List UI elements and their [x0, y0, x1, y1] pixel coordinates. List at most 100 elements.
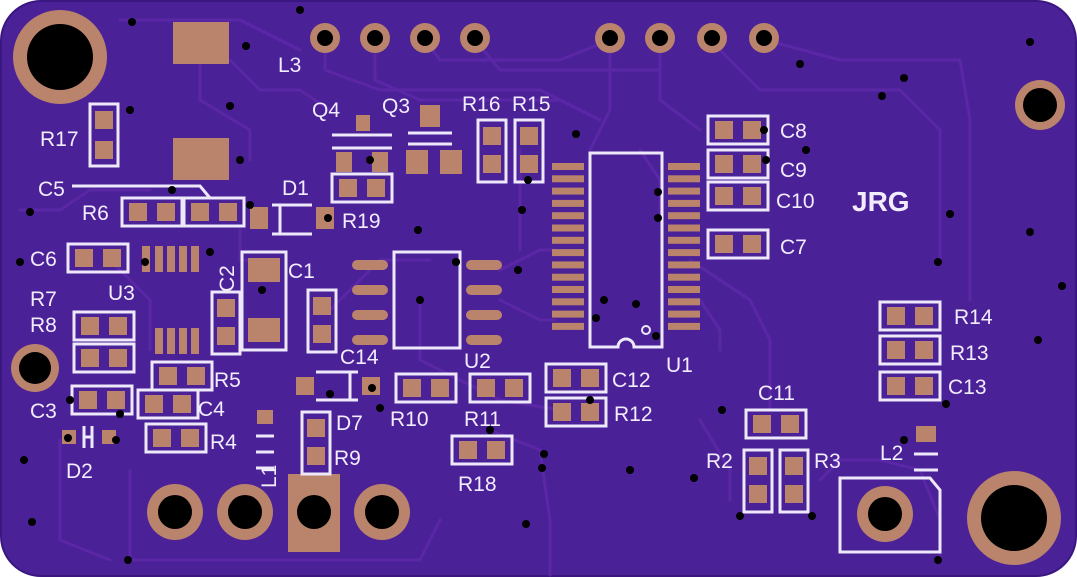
mounting-hole-top-left — [13, 10, 107, 104]
via — [116, 410, 124, 418]
ic-U1-pin — [552, 249, 584, 257]
label-C1: C1 — [288, 260, 315, 283]
ic-U3-bottom — [155, 328, 199, 354]
via — [934, 258, 942, 266]
label-R17: R17 — [40, 128, 79, 151]
label-R3: R3 — [814, 450, 841, 473]
via — [28, 518, 36, 526]
label-R8: R8 — [30, 314, 57, 337]
label-R15: R15 — [512, 93, 551, 116]
diode-D1 — [246, 201, 334, 236]
C5-silk — [72, 184, 212, 199]
label-R10: R10 — [390, 408, 429, 431]
capacitor-C7 — [706, 228, 770, 260]
via — [600, 296, 608, 304]
label-C4: C4 — [198, 398, 225, 421]
via — [20, 456, 28, 464]
via — [652, 332, 660, 340]
ic-U1-outline — [588, 151, 664, 349]
inductor-L2 — [914, 426, 938, 472]
capacitor-C13 — [878, 370, 942, 402]
resistor-R17 — [88, 102, 120, 168]
via — [368, 384, 376, 392]
resistor-R14 — [878, 300, 942, 332]
via — [226, 102, 234, 110]
ic-U1-pin — [668, 286, 700, 293]
via — [514, 266, 522, 274]
label-C13: C13 — [948, 376, 987, 399]
resistor-R8 — [72, 342, 136, 374]
ic-U1-pin — [668, 212, 700, 220]
label-U1: U1 — [666, 354, 693, 377]
label-D1: D1 — [282, 177, 309, 200]
resistor-R11 — [468, 372, 532, 404]
ic-U1-pin — [552, 224, 584, 232]
label-R12: R12 — [614, 403, 653, 426]
ic-U1-pin — [668, 236, 700, 244]
label-R7: R7 — [30, 288, 57, 311]
label-R9: R9 — [334, 447, 361, 470]
ic-U1-pin — [552, 199, 584, 207]
resistor-R6 — [120, 196, 184, 228]
connector-bottom-right — [838, 476, 942, 554]
mounting-hole-left — [11, 344, 59, 392]
via — [236, 156, 244, 164]
resistor-R10 — [394, 372, 458, 404]
ic-U1-pin — [552, 187, 584, 195]
ic-U1-pin — [552, 310, 584, 318]
via — [802, 146, 810, 154]
capacitor-C2 — [210, 290, 242, 356]
capacitor-C5 — [182, 196, 246, 228]
ic-U1-pin — [552, 298, 584, 306]
header-top-left — [310, 23, 490, 53]
resistor-R9 — [300, 410, 332, 476]
capacitor-C11 — [744, 408, 808, 440]
via — [538, 464, 546, 472]
via — [796, 60, 804, 68]
mounting-hole-right — [1015, 80, 1065, 130]
ic-U1-pin — [552, 273, 584, 281]
capacitor-C9 — [706, 148, 770, 180]
ic-U1-pin — [668, 224, 700, 232]
ic-U1-pin — [552, 286, 584, 293]
label-R14: R14 — [954, 306, 993, 329]
label-C9: C9 — [780, 159, 807, 182]
ic-U1-pin — [552, 175, 584, 183]
header-top-right — [595, 23, 779, 53]
via — [522, 520, 530, 528]
label-R11: R11 — [464, 408, 501, 431]
via — [326, 390, 334, 398]
via — [376, 404, 384, 412]
via — [112, 436, 120, 444]
mounting-hole-bottom-right — [967, 471, 1061, 565]
via — [572, 130, 580, 138]
via — [366, 156, 374, 164]
via — [324, 214, 332, 222]
label-R5: R5 — [214, 369, 241, 392]
label-C11: C11 — [758, 382, 795, 405]
ic-U1-pin — [668, 310, 700, 318]
label-D7: D7 — [336, 412, 363, 435]
label-C2: C2 — [216, 265, 239, 292]
via — [258, 286, 266, 294]
ic-U1-pin — [668, 249, 700, 257]
via — [524, 176, 532, 184]
label-R13: R13 — [950, 342, 989, 365]
via — [654, 214, 662, 222]
via — [518, 206, 526, 214]
capacitor-C8 — [706, 114, 770, 146]
ic-U1-pin — [552, 212, 584, 220]
label-U2: U2 — [464, 350, 491, 373]
capacitor-C10 — [706, 180, 770, 212]
label-R4: R4 — [210, 431, 237, 454]
ic-U1-pin — [668, 298, 700, 306]
label-C6: C6 — [30, 248, 57, 271]
capacitor-C6 — [66, 242, 130, 274]
via — [1026, 228, 1034, 236]
via — [126, 106, 134, 114]
via — [586, 396, 594, 404]
via — [900, 74, 908, 82]
resistor-R19 — [330, 172, 394, 204]
via — [760, 126, 768, 134]
